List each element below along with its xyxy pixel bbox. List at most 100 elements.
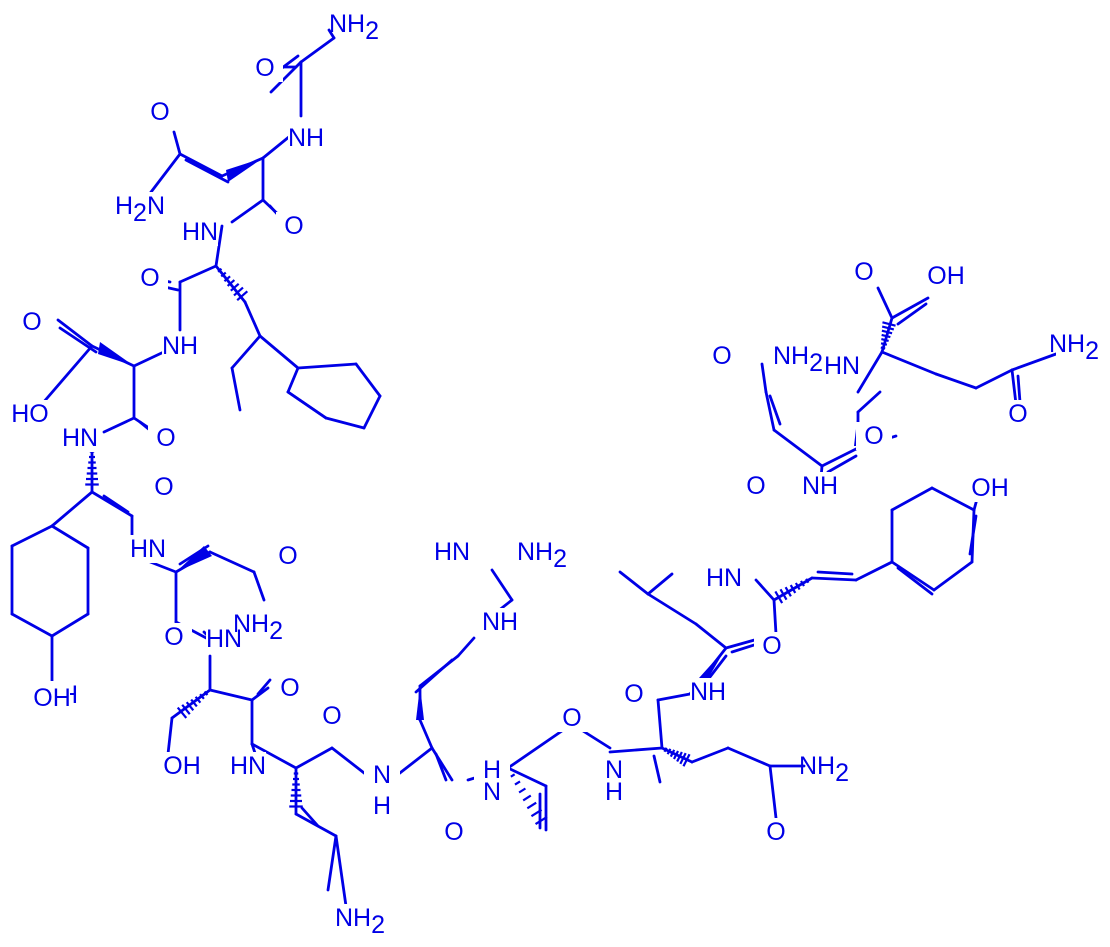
bond: [324, 416, 366, 430]
bond: [252, 570, 266, 602]
atom-label-background: [928, 262, 964, 290]
double-bond-line: [896, 302, 928, 326]
bond: [810, 576, 858, 582]
atom-label: HN: [706, 564, 742, 592]
atom-label-background: [806, 752, 842, 780]
bond: [50, 524, 90, 550]
double-bond-line: [414, 658, 454, 694]
atom-label-background: [314, 702, 350, 730]
bond: [934, 372, 978, 390]
atom-label: OH: [971, 474, 1009, 502]
bond: [760, 362, 768, 394]
hash-bond: [85, 450, 99, 486]
atom-label-background: [856, 422, 892, 450]
bond: [299, 36, 336, 64]
bond: [40, 344, 94, 406]
bond: [754, 578, 776, 602]
atom-label-background: [34, 684, 70, 712]
bond: [890, 560, 936, 592]
bond: [856, 390, 882, 414]
atom-label: O: [22, 308, 41, 336]
atom-label: HN: [130, 535, 166, 563]
hash-bond: [176, 690, 209, 719]
atom-label: O: [280, 674, 299, 702]
bond: [286, 366, 300, 394]
atom-label: HN: [62, 424, 98, 452]
bond: [294, 746, 334, 770]
atom-label-background: [142, 98, 178, 126]
hash-bond: [880, 321, 896, 350]
atom-label: O: [444, 818, 463, 846]
bond: [974, 368, 1014, 390]
atom-label-background: [182, 218, 218, 246]
hash-bond: [217, 267, 249, 302]
bond: [890, 296, 930, 320]
bond: [456, 636, 476, 658]
double-bond-line: [968, 514, 978, 556]
bond: [327, 28, 336, 40]
atom-label: OH: [927, 262, 965, 290]
hash-bond: [510, 773, 548, 826]
atom-label-background: [482, 608, 518, 636]
atom-label: O: [864, 422, 883, 450]
hash-bond: [663, 747, 691, 767]
bond: [326, 834, 338, 892]
atom-label-background: [434, 538, 470, 566]
bond: [243, 300, 262, 338]
atom-label: H: [373, 792, 391, 820]
atom-label: N: [605, 756, 623, 784]
atom-label-background: [596, 778, 632, 806]
atom-label-background: [690, 678, 726, 706]
bond: [772, 428, 824, 468]
atom-labels: NH2ONHOH2NHNOOONHHOHNHNOOHNONH2ONHOHOOHH…: [11, 10, 1099, 939]
atom-label: O: [624, 680, 643, 708]
double-bond-line: [896, 566, 934, 596]
bond: [250, 742, 298, 770]
bond: [102, 416, 136, 434]
atom-label-background: [12, 400, 48, 428]
atom-label: H: [605, 778, 623, 806]
atom-label-background: [364, 792, 400, 820]
bond: [250, 686, 270, 702]
bond: [394, 746, 434, 778]
atom-label: O: [1008, 400, 1027, 428]
bond: [768, 764, 778, 820]
bond: [646, 592, 698, 626]
bond: [208, 688, 254, 702]
bond: [362, 394, 382, 430]
atom-label-background: [706, 564, 742, 592]
double-bond-line: [826, 454, 858, 474]
bond: [820, 446, 860, 468]
atom-label: HN: [230, 752, 266, 780]
double-bond-line: [816, 570, 854, 576]
atom-label: NH: [482, 608, 518, 636]
atom-label-background: [524, 538, 560, 566]
atom-label-background: [247, 54, 283, 82]
atom-label-background: [1000, 400, 1036, 428]
atom-label: O: [284, 212, 303, 240]
atom-label-background: [738, 472, 774, 500]
atom-label: O: [562, 704, 581, 732]
bond: [490, 568, 514, 602]
double-bond-line: [184, 158, 230, 184]
atom-label-background: [754, 632, 790, 660]
atom-label-background: [616, 680, 652, 708]
atom-label-background: [846, 258, 882, 286]
atom-label: O: [164, 623, 183, 651]
double-bond-line: [434, 752, 448, 782]
bond: [50, 612, 90, 638]
atom-label-background: [276, 212, 312, 240]
atom-label-background: [146, 473, 182, 501]
bond: [170, 688, 212, 720]
atom-label: H: [483, 756, 501, 784]
atom-label-background: [122, 192, 158, 220]
bond: [230, 198, 265, 224]
hash-bond: [289, 772, 303, 808]
hash-bond: [774, 578, 810, 604]
bond: [50, 490, 94, 528]
atom-label-background: [336, 10, 372, 38]
atom-label-background: [436, 818, 472, 846]
bond: [656, 698, 664, 750]
atom-label-background: [824, 352, 860, 380]
